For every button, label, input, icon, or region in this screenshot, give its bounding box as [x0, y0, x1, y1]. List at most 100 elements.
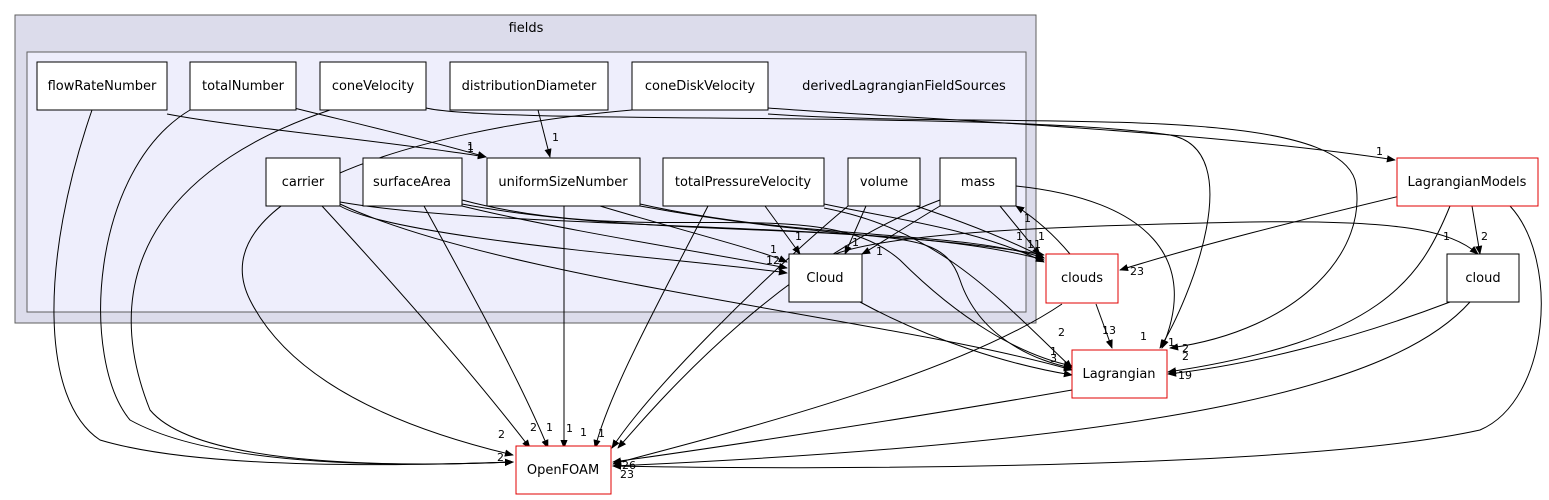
edge-label: 1: [852, 236, 859, 249]
edge-coneVelocity-OpenFOAM: [130, 109, 514, 466]
edge-label: 19: [1178, 369, 1192, 382]
edge-LagrangianModels-cloud: [1471, 205, 1483, 255]
edge-label: 26: [622, 459, 636, 472]
edge-surfaceArea-Cloud: [461, 205, 788, 270]
edge-label: 2: [530, 421, 537, 434]
edge-coneDiskVelocity-LagrangianModels: [767, 107, 1396, 163]
node-distributionDiameter[interactable]: distributionDiameter: [449, 61, 609, 111]
edge-volume-Cloud: [844, 205, 867, 255]
node-label: totalPressureVelocity: [675, 175, 812, 190]
cluster-fields-label: fields: [509, 21, 544, 36]
edge-label: 1: [1016, 230, 1023, 243]
node-label: OpenFOAM: [527, 463, 599, 478]
edge-label: 2: [1182, 342, 1189, 355]
node-coneVelocity[interactable]: coneVelocity: [319, 61, 427, 111]
edge-tpv-clouds: [823, 203, 1045, 263]
node-carrier[interactable]: carrier: [265, 157, 341, 207]
node-label: surfaceArea: [373, 175, 451, 190]
edge-label: 1: [467, 142, 474, 155]
node-LagrangianModels[interactable]: LagrangianModels: [1396, 157, 1539, 207]
edge-totalNumber-uniformSizeNumber: [289, 106, 487, 159]
edge-label: 1: [770, 243, 777, 256]
edge-volume-OpenFOAM: [611, 205, 849, 449]
node-coneDiskVelocity[interactable]: coneDiskVelocity: [631, 61, 769, 111]
edge-coneDiskVelocity-Lagrangian: [767, 113, 1358, 351]
edge-label: 1: [1140, 330, 1147, 343]
node-label: Cloud: [806, 271, 843, 286]
node-label: totalNumber: [202, 79, 285, 94]
edge-tpv-Cloud: [764, 205, 801, 255]
edge-carrier-Lagrangian: [339, 203, 1073, 372]
edge-label: 1: [1050, 345, 1057, 358]
edge-usn-clouds: [639, 203, 1045, 259]
node-Lagrangian[interactable]: Lagrangian: [1071, 349, 1168, 399]
edges: [53, 106, 1542, 470]
node-totalNumber[interactable]: totalNumber: [189, 61, 297, 111]
node-label: carrier: [282, 175, 325, 190]
node-flowRateNumber[interactable]: flowRateNumber: [36, 61, 168, 111]
edge-mass-Lagrangian: [1015, 185, 1175, 349]
edge-Cloud-cloud: [834, 221, 1479, 255]
edge-label: 11: [1027, 238, 1041, 251]
edge-label: 2: [1481, 230, 1488, 243]
node-volume[interactable]: volume: [847, 157, 921, 207]
edge-label: 1: [1024, 212, 1031, 225]
edge-LagrangianModels-Lagrangian: [1167, 205, 1451, 375]
edge-surfaceArea-OpenFOAM: [423, 205, 549, 449]
edge-LagrangianModels-clouds: [1119, 195, 1401, 272]
edge-label: 1: [795, 230, 802, 243]
node-cloud[interactable]: cloud: [1446, 253, 1520, 303]
edge-flowRateNumber-OpenFOAM: [53, 109, 514, 466]
edge-label: 12: [766, 254, 780, 267]
edge-clouds-Lagrangian: [1095, 303, 1113, 349]
edge-label: 1: [1376, 145, 1383, 158]
edge-label: 1: [546, 421, 553, 434]
edge-label: 1: [1443, 230, 1450, 243]
node-mass[interactable]: mass: [939, 157, 1017, 207]
edge-label: 2: [497, 451, 504, 464]
edge-label: 23: [620, 468, 634, 481]
edge-mass-OpenFOAM: [617, 199, 941, 449]
node-label: distributionDiameter: [462, 79, 597, 94]
edge-label: 2: [1058, 326, 1065, 339]
edge-label: 1: [566, 422, 573, 435]
edge-label: 2: [1182, 350, 1189, 363]
edge-clouds-OpenFOAM: [612, 303, 1063, 466]
node-Cloud[interactable]: Cloud: [788, 253, 863, 303]
node-clouds[interactable]: clouds: [1045, 253, 1119, 304]
edge-label: 1: [876, 245, 883, 258]
node-label: cloud: [1465, 271, 1500, 286]
edge-LagrangianModels-OpenFOAM: [612, 205, 1542, 470]
node-surfaceArea[interactable]: surfaceArea: [362, 157, 463, 207]
edge-label: 1: [580, 426, 587, 439]
node-uniformSizeNumber[interactable]: uniformSizeNumber: [486, 157, 641, 207]
node-label: mass: [961, 175, 995, 190]
node-label: Lagrangian: [1082, 367, 1155, 382]
node-OpenFOAM[interactable]: OpenFOAM: [515, 445, 612, 495]
edge-label: 1: [552, 131, 559, 144]
cluster-derived-label: derivedLagrangianFieldSources: [802, 79, 1006, 94]
node-label: flowRateNumber: [48, 79, 157, 94]
edge-clouds-mass: [1015, 205, 1071, 255]
edge-coneVelocity-Lagrangian: [425, 107, 1211, 349]
node-label: clouds: [1061, 271, 1103, 286]
edge-label: 1: [1038, 230, 1045, 243]
edge-tpv-Lagrangian: [823, 207, 1073, 369]
edge-Cloud-Lagrangian: [859, 301, 1073, 378]
edge-usn-Cloud: [599, 205, 788, 263]
edge-tpv-OpenFOAM: [593, 205, 709, 449]
edge-label: 1: [598, 427, 605, 440]
edge-label: 3: [1050, 352, 1057, 365]
edge-cloud-Lagrangian: [1167, 301, 1451, 377]
node-label: LagrangianModels: [1408, 175, 1527, 190]
node-label: uniformSizeNumber: [498, 175, 628, 190]
node-label: volume: [860, 175, 908, 190]
node-label: coneVelocity: [332, 79, 415, 94]
edge-distributionDiameter-uniformSizeNumber: [537, 109, 552, 158]
edge-label: 1: [1168, 336, 1175, 349]
node-totalPressureVelocity[interactable]: totalPressureVelocity: [662, 157, 825, 207]
edge-labels: 1 1 1 1 1 2 23 1 1 13 1 1 1 2 1 2 1 1 1 …: [467, 131, 1488, 481]
edge-label: 1: [467, 140, 474, 153]
edge-mass-clouds: [999, 205, 1041, 256]
